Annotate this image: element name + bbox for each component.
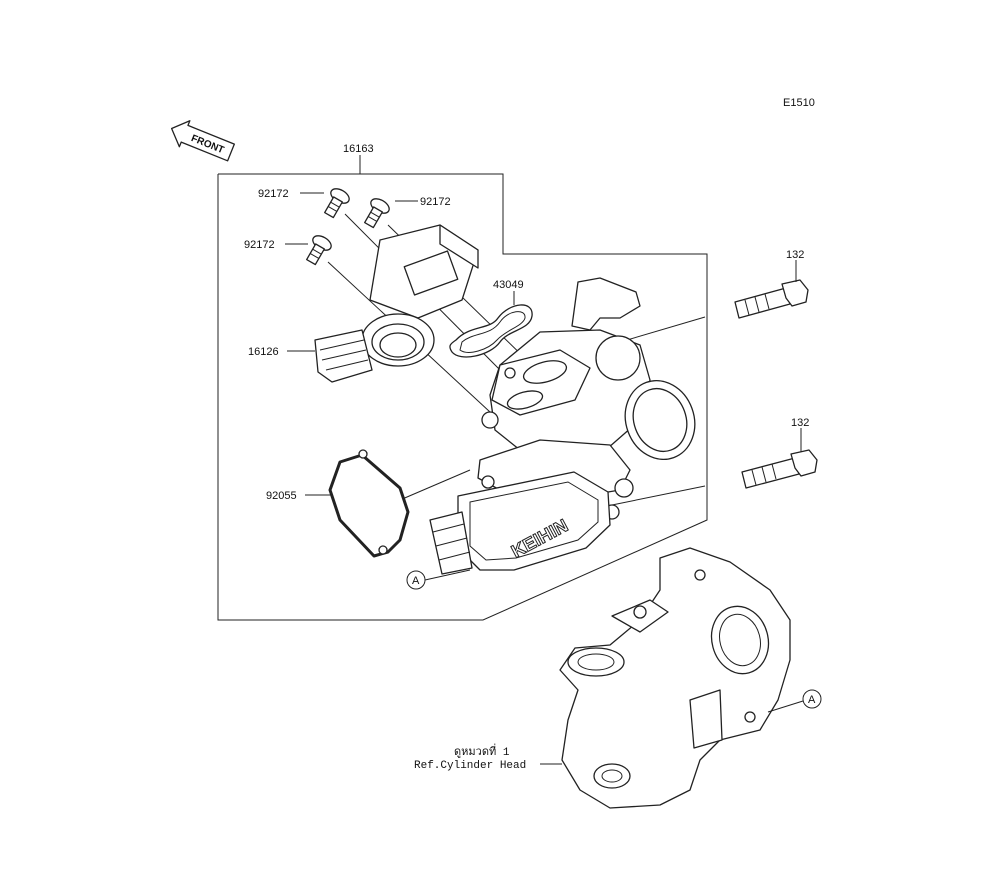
label-16126: 16126 [248, 346, 279, 358]
screw-b [364, 198, 390, 229]
svg-text:A: A [412, 575, 420, 587]
label-92172-a: 92172 [258, 188, 289, 200]
sensor-16126 [314, 224, 479, 383]
label-92172-c: 92172 [244, 239, 275, 251]
reference-thai: ดูหมวดที่ 1 [454, 743, 510, 759]
screw-c [306, 235, 332, 266]
ref-marker-right: A [767, 689, 822, 713]
intake-manifold [559, 547, 791, 809]
label-132-upper: 132 [786, 249, 804, 261]
ref-marker-left: A [406, 569, 471, 590]
bolt-upper [734, 279, 809, 319]
oring-43049 [449, 304, 533, 358]
front-arrow-icon: FRONT [170, 120, 235, 162]
reference-english: Ref.Cylinder Head [414, 760, 526, 772]
bolt-lower [741, 449, 818, 489]
label-43049: 43049 [493, 279, 524, 291]
label-92172-b: 92172 [420, 196, 451, 208]
svg-text:A: A [808, 694, 816, 706]
diagram-id: E1510 [783, 97, 815, 109]
label-92055: 92055 [266, 490, 297, 502]
assembly-bracket [217, 173, 708, 621]
screw-a [324, 188, 350, 219]
gasket-92055 [328, 449, 410, 558]
label-16163: 16163 [343, 143, 374, 155]
keihin-cover: KEIHIN [429, 471, 611, 575]
label-132-lower: 132 [791, 417, 809, 429]
